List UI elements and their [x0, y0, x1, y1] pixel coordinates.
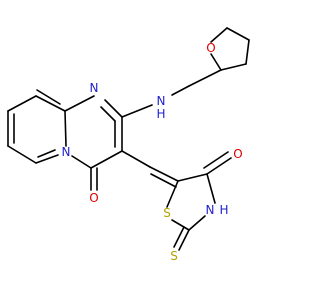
bond — [104, 99, 123, 118]
bond — [206, 157, 232, 175]
hydrogen-atom-thiazolidine: H — [219, 203, 228, 217]
bond — [121, 150, 151, 168]
atoms: O N H N N O O S N H S — [62, 41, 243, 263]
bond — [7, 95, 37, 112]
molecule-diagram: O N H N N O O S N H S — [7, 27, 250, 263]
bond — [206, 173, 216, 204]
bond — [64, 95, 95, 112]
bond — [35, 154, 59, 164]
bond — [188, 215, 206, 231]
bond — [121, 104, 153, 118]
nitrogen-atom-fused: N — [62, 145, 71, 159]
bond — [64, 110, 67, 147]
nitrogen-atom-pyrimidine: N — [90, 81, 99, 95]
bond — [100, 106, 116, 122]
bond — [220, 63, 247, 71]
bond — [171, 85, 190, 96]
bond — [173, 226, 185, 248]
bond — [35, 95, 66, 112]
bond — [226, 27, 250, 41]
bond — [188, 69, 222, 87]
bond — [71, 155, 92, 169]
sulfur-atom-thione: S — [170, 249, 178, 263]
bond — [150, 173, 177, 188]
sulfur-atom-ring: S — [163, 206, 171, 220]
bond — [7, 145, 37, 164]
hydrogen-atom-amine: H — [156, 107, 165, 121]
bond — [166, 180, 179, 208]
oxygen-atom-carbonyl-bottom: O — [89, 191, 98, 205]
bond — [203, 151, 229, 169]
oxygen-atom-thf: O — [206, 41, 215, 55]
nitrogen-atom-thiazolidine: N — [206, 203, 215, 217]
bond — [245, 39, 250, 65]
oxygen-atom-carbonyl-right: O — [233, 147, 242, 161]
bond — [36, 89, 61, 105]
bond — [210, 27, 228, 43]
bond — [149, 166, 179, 182]
bond — [178, 229, 190, 251]
nitrogen-atom-amine: N — [157, 94, 166, 108]
bond — [177, 173, 208, 182]
bond — [37, 149, 56, 158]
structure-drawing: O N H N N O O S N H S — [7, 27, 250, 263]
bonds — [7, 27, 250, 251]
bond — [210, 53, 222, 71]
bond — [171, 219, 190, 231]
bond — [90, 150, 123, 169]
